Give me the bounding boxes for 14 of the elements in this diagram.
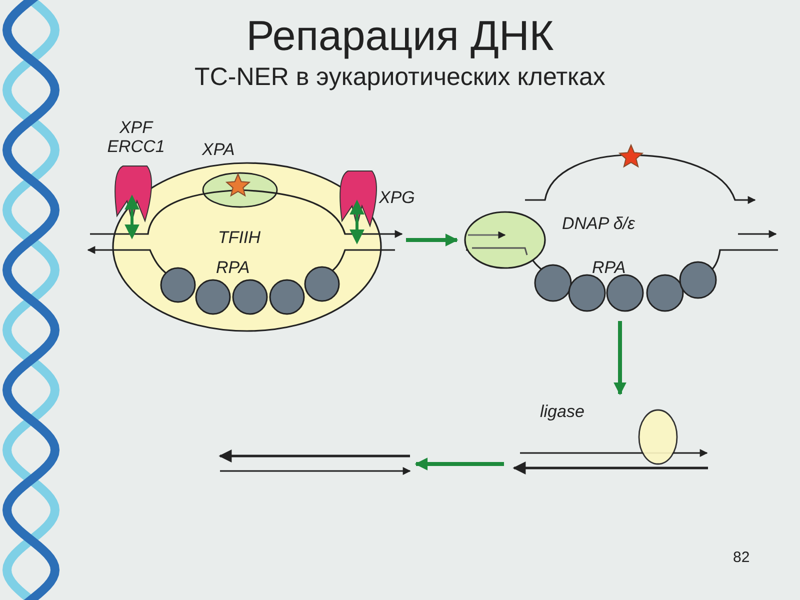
protein-label: XPA (202, 140, 235, 159)
protein-label: XPG (379, 188, 415, 207)
arrow (414, 458, 504, 470)
arrow (406, 234, 458, 246)
protein-label: TFIIH (218, 228, 260, 247)
title: Репарация ДНК (245, 12, 555, 60)
protein-label: RPA (216, 258, 250, 277)
page-number: 82 (733, 548, 750, 567)
protein-label: DNAP δ/ε (562, 214, 635, 233)
protein-label: ligase (540, 402, 584, 421)
arrow (614, 321, 626, 396)
protein-label: XPF ERCC1 (106, 118, 166, 156)
subtitle: TC-NER в эукариотических клетках (194, 62, 606, 92)
protein-label: RPA (592, 258, 626, 277)
